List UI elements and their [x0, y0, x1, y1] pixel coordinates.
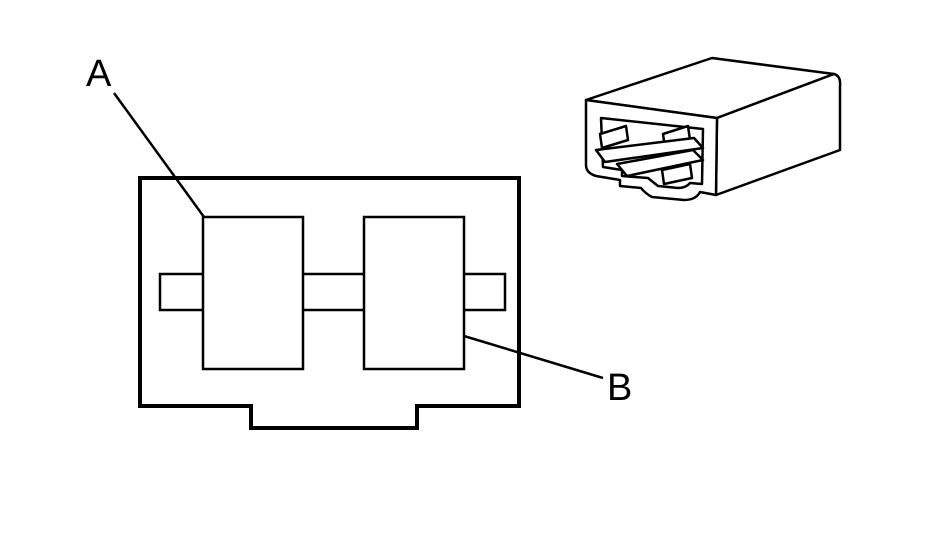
callout-b-leader — [463, 334, 604, 380]
connector-side-face — [714, 72, 842, 197]
terminal-slot-lower-right — [660, 162, 694, 186]
connector-face-view — [138, 176, 521, 430]
callout-b-label: B — [607, 367, 632, 409]
callout-a-leader — [112, 92, 206, 218]
connector-isometric-view — [584, 56, 842, 202]
terminal-slot-left — [598, 124, 630, 150]
terminal-cavity-b — [362, 215, 466, 371]
terminal-cavity-a — [201, 215, 305, 371]
terminal-blade-upper — [594, 136, 705, 164]
callout-a-label: A — [86, 53, 112, 95]
terminal-blade-lower — [615, 148, 705, 178]
